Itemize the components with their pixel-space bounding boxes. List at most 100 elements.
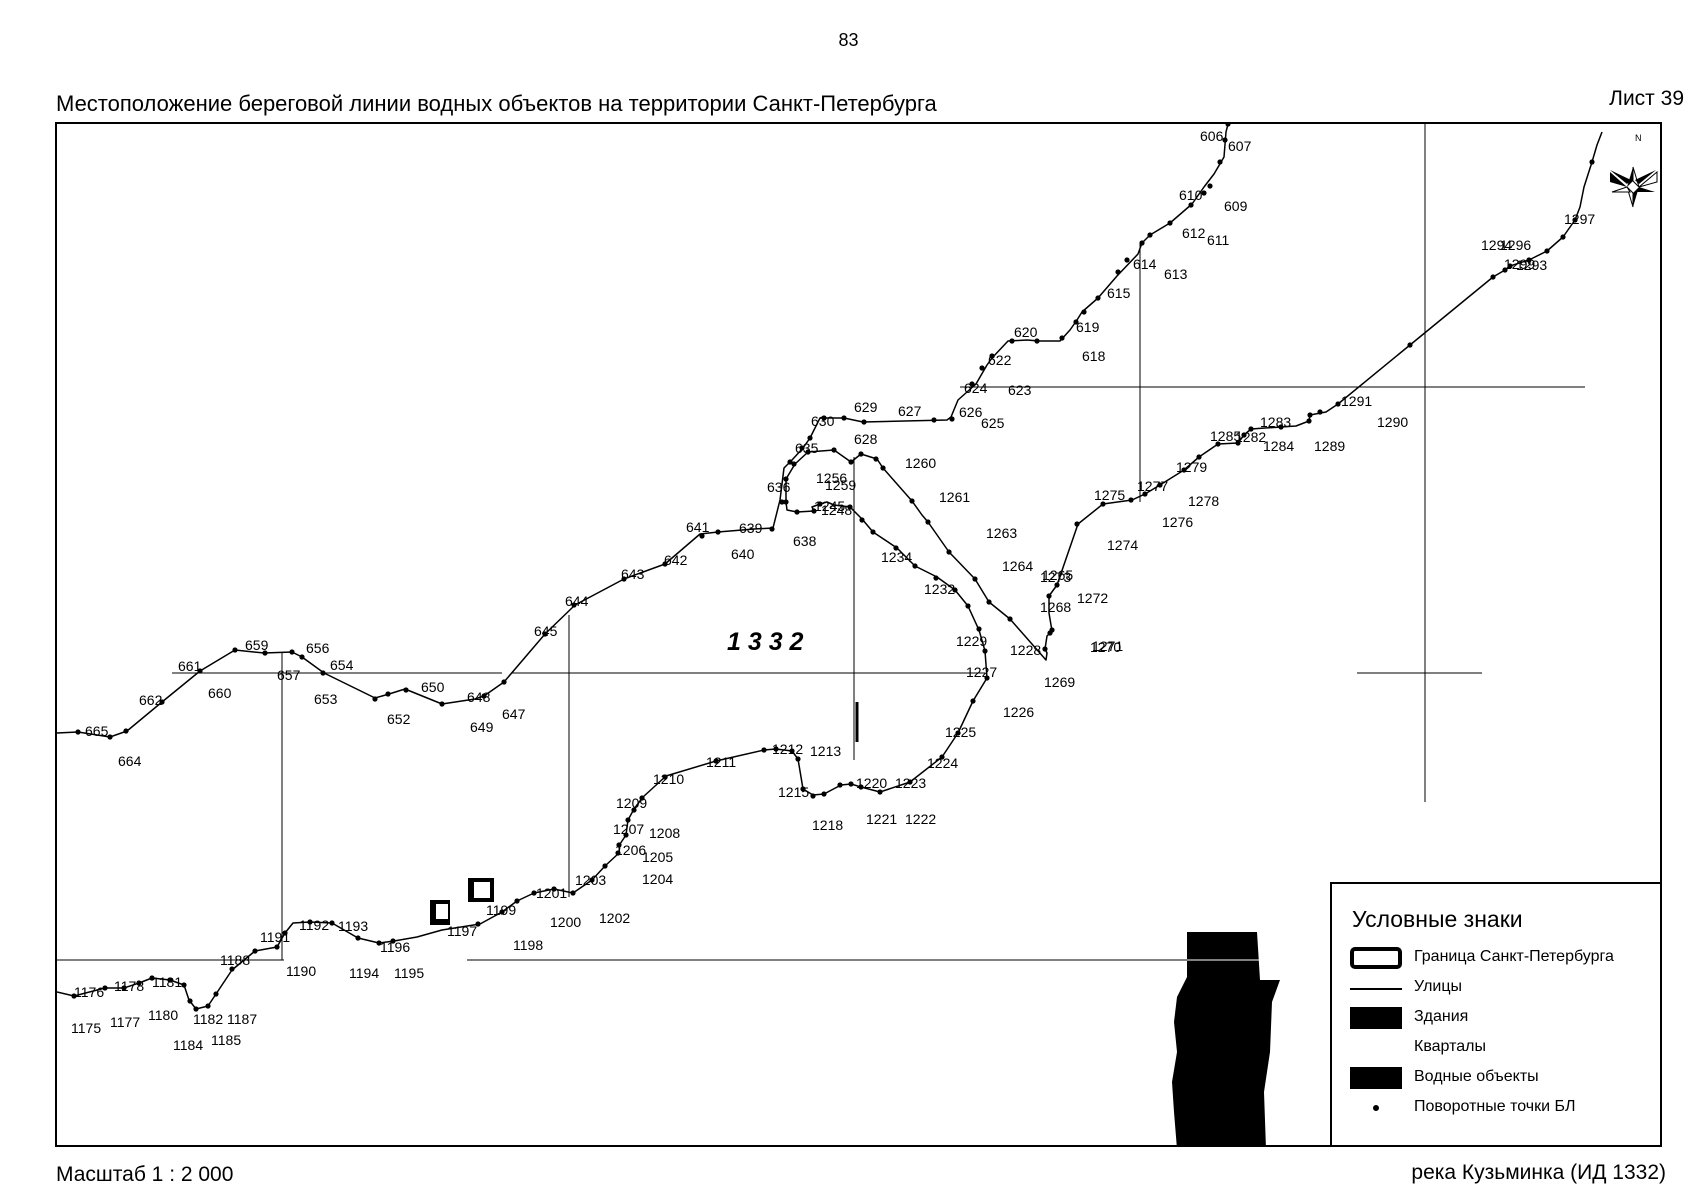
point-label: 662	[139, 692, 163, 708]
turning-point	[1217, 159, 1223, 165]
streets	[57, 124, 1585, 961]
turning-point	[799, 445, 805, 451]
turning-point	[848, 459, 854, 465]
point-label: 1264	[1002, 558, 1033, 574]
legend-swatch-point	[1373, 1105, 1379, 1111]
legend-item-quarter: Кварталы	[1350, 1036, 1650, 1062]
turning-point	[299, 654, 305, 660]
turning-point	[1307, 412, 1313, 418]
shoreline-north	[57, 124, 1229, 738]
point-label: 1272	[1077, 590, 1108, 606]
point-label: 1245	[814, 498, 845, 514]
turning-point	[848, 781, 854, 787]
turning-point	[1235, 440, 1241, 446]
turning-point	[149, 975, 155, 981]
point-label: 1177	[110, 1014, 140, 1030]
point-label: 1282	[1235, 429, 1266, 445]
turning-point	[159, 699, 165, 705]
point-label: 1269	[1044, 674, 1075, 690]
point-label: 1271	[1092, 638, 1123, 654]
river-label: река Кузьминка (ИД 1332)	[1411, 1161, 1666, 1184]
turning-point	[986, 599, 992, 605]
point-label: 1279	[1176, 459, 1207, 475]
turning-point	[1049, 627, 1055, 633]
point-label: 1299	[1504, 256, 1535, 272]
point-label: 644	[565, 593, 589, 609]
point-label: 606	[1200, 128, 1224, 144]
turning-point	[1196, 454, 1202, 460]
turning-point	[107, 734, 113, 740]
turning-point	[794, 509, 800, 515]
turning-point	[880, 465, 886, 471]
turning-point	[1572, 217, 1578, 223]
legend-swatch-quarter	[1350, 1037, 1402, 1059]
point-label: 1259	[825, 477, 856, 493]
turning-point	[355, 935, 361, 941]
point-label: 659	[245, 637, 269, 653]
point-label: 629	[854, 399, 878, 415]
legend-item-street: Улицы	[1350, 976, 1650, 1002]
turning-point	[699, 533, 705, 539]
point-label: 1182	[193, 1011, 223, 1027]
turning-point	[821, 415, 827, 421]
turning-point	[1042, 646, 1048, 652]
point-label: 649	[470, 719, 494, 735]
turning-point	[639, 795, 645, 801]
turning-point	[167, 977, 173, 983]
turning-point	[972, 576, 978, 582]
turning-point	[475, 921, 481, 927]
legend-title: Условные знаки	[1352, 906, 1523, 932]
point-label: 1227	[966, 664, 997, 680]
turning-point	[439, 701, 445, 707]
map-canvas[interactable]: 6066076096106116126136146156186196206226…	[57, 124, 1662, 1147]
turning-point	[831, 447, 837, 453]
turning-point	[976, 626, 982, 632]
turning-point	[1181, 467, 1187, 473]
point-label: 610	[1179, 187, 1203, 203]
point-label: 1296	[1500, 237, 1531, 253]
point-label: 1195	[394, 965, 424, 981]
point-label: 1225	[945, 724, 976, 740]
point-label: 1260	[905, 455, 936, 471]
turning-point	[589, 877, 595, 883]
turning-point	[715, 529, 721, 535]
legend-label: Граница Санкт-Петербурга	[1414, 948, 1614, 965]
point-label: 656	[306, 640, 330, 656]
point-label: 1197	[447, 923, 477, 939]
point-label: 628	[854, 431, 878, 447]
turning-point	[912, 563, 918, 569]
point-label: 1297	[1564, 211, 1595, 227]
point-label: 1198	[513, 937, 543, 953]
turning-point	[989, 353, 995, 359]
turning-point	[623, 832, 629, 838]
legend-item-building: Здания	[1350, 1006, 1650, 1032]
turning-point	[1073, 319, 1079, 325]
point-label: 1176	[74, 984, 104, 1000]
turning-point	[870, 529, 876, 535]
turning-point	[71, 993, 77, 999]
turning-point	[807, 435, 813, 441]
legend-swatch-building	[1350, 1007, 1402, 1029]
point-label: 611	[1207, 232, 1230, 248]
point-label: 1178	[114, 978, 144, 994]
legend-item-water: Водные объекты	[1350, 1066, 1650, 1092]
point-label: 613	[1164, 266, 1188, 282]
point-label: 641	[686, 519, 710, 535]
point-label: 627	[898, 403, 922, 419]
point-label: 1175	[71, 1020, 101, 1036]
turning-point	[187, 998, 193, 1004]
point-label: 647	[502, 706, 526, 722]
point-label: 1212	[772, 741, 803, 757]
turning-point	[307, 919, 313, 925]
point-label: 1222	[905, 811, 936, 827]
legend: Условные знаки Граница Санкт-Петербурга …	[1330, 882, 1660, 1145]
turning-points	[71, 124, 1595, 1012]
turning-point	[946, 549, 952, 555]
turning-point	[1215, 441, 1221, 447]
turning-point	[861, 419, 867, 425]
point-label: 1218	[812, 817, 843, 833]
point-label: 1193	[338, 918, 368, 934]
turning-point	[1306, 418, 1312, 424]
point-label: 1228	[1010, 642, 1041, 658]
